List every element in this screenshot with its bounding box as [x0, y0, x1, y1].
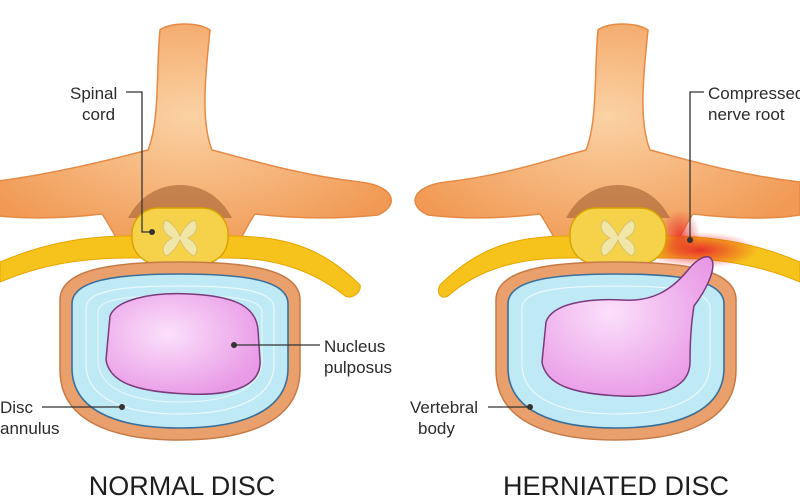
- svg-text:Compressed: Compressed: [708, 84, 800, 103]
- svg-text:Spinal: Spinal: [70, 84, 117, 103]
- svg-text:Nucleus: Nucleus: [324, 337, 385, 356]
- svg-text:Vertebral: Vertebral: [410, 398, 478, 417]
- svg-text:body: body: [418, 419, 455, 438]
- normal-disc-illustration: [0, 24, 391, 440]
- nucleus-pulposus: [106, 294, 260, 395]
- caption-normal-disc: NORMAL DISC: [89, 471, 276, 500]
- svg-text:pulposus: pulposus: [324, 358, 392, 377]
- svg-text:Disc: Disc: [0, 398, 34, 417]
- svg-text:cord: cord: [82, 105, 115, 124]
- svg-text:nerve root: nerve root: [708, 105, 785, 124]
- caption-herniated-disc: HERNIATED DISC: [503, 471, 729, 500]
- svg-text:annulus: annulus: [0, 419, 60, 438]
